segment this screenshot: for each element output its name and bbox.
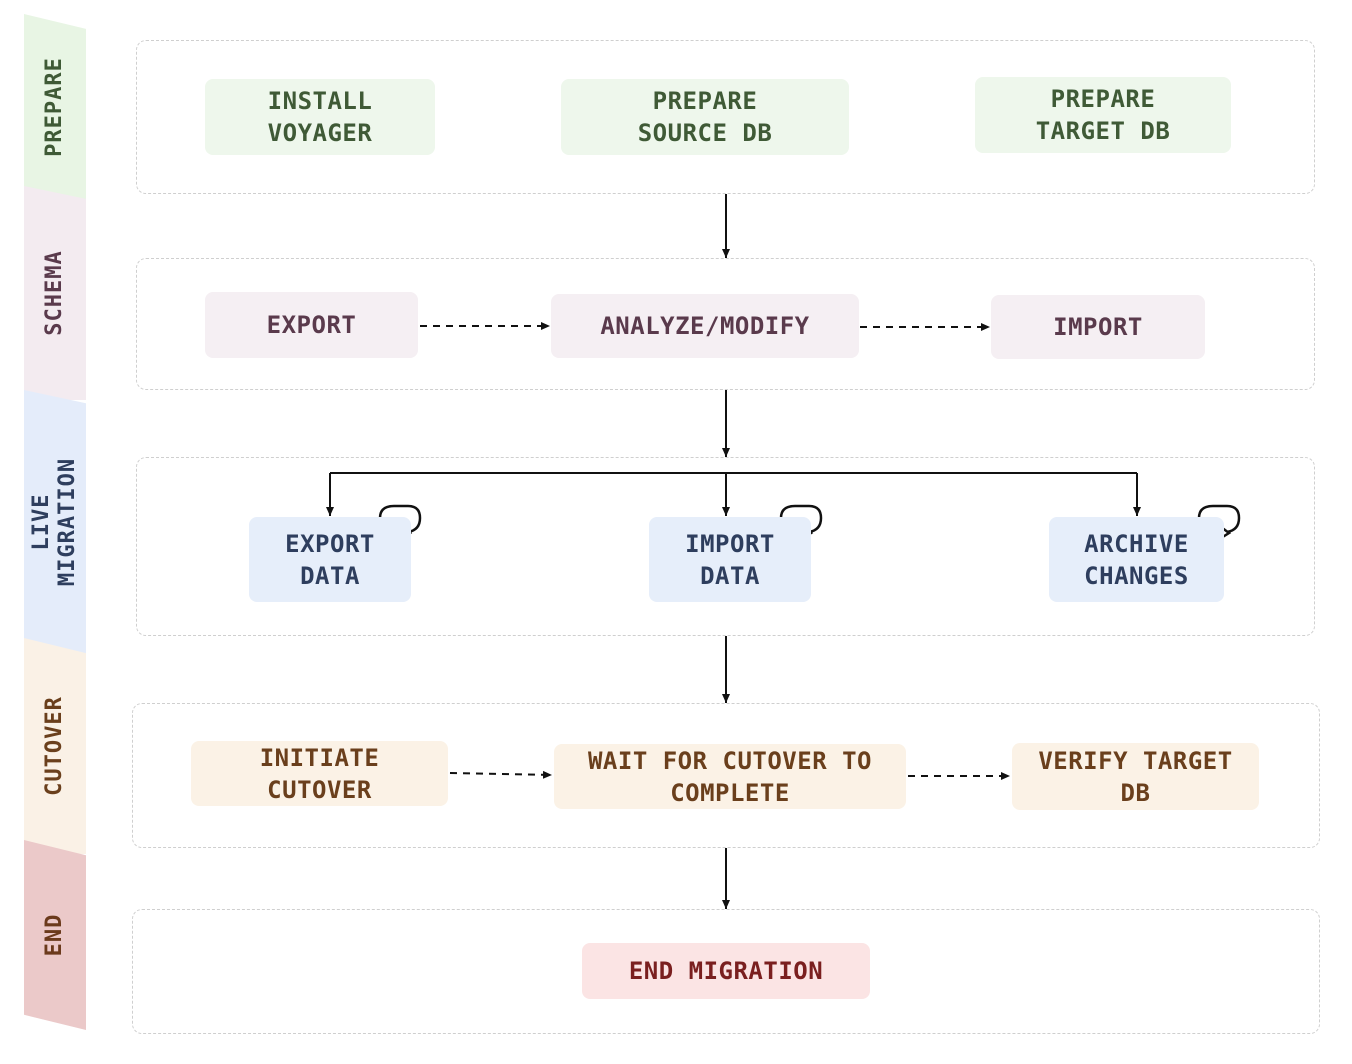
node-import-data[interactable]: IMPORT DATA <box>649 517 811 602</box>
node-install-voyager[interactable]: INSTALL VOYAGER <box>205 79 435 155</box>
phase-box-live-migration <box>136 457 1315 636</box>
phase-ribbon-cutover: CUTOVER <box>24 638 86 854</box>
node-prepare-target-db[interactable]: PREPARE TARGET DB <box>975 77 1231 153</box>
node-verify-target-db[interactable]: VERIFY TARGET DB <box>1012 743 1259 810</box>
node-export[interactable]: EXPORT <box>205 292 418 358</box>
phase-ribbon-live-migration: LIVE MIGRATION <box>24 390 86 654</box>
phase-box-prepare <box>136 40 1315 194</box>
node-end-migration[interactable]: END MIGRATION <box>582 943 870 999</box>
phase-box-schema <box>136 258 1315 390</box>
arrow-initiate-to-wait <box>449 770 553 779</box>
node-prepare-source-db[interactable]: PREPARE SOURCE DB <box>561 79 849 155</box>
phase-box-end <box>132 909 1320 1034</box>
node-export-data[interactable]: EXPORT DATA <box>249 517 411 602</box>
node-analyze-modify[interactable]: ANALYZE/MODIFY <box>551 294 859 358</box>
phase-ribbon-schema: SCHEMA <box>24 186 86 400</box>
node-import[interactable]: IMPORT <box>991 295 1205 359</box>
node-wait-for-cutover[interactable]: WAIT FOR CUTOVER TO COMPLETE <box>554 744 906 809</box>
node-initiate-cutover[interactable]: INITIATE CUTOVER <box>191 741 448 806</box>
phase-ribbon-prepare: PREPARE <box>24 14 86 200</box>
node-archive-changes[interactable]: ARCHIVE CHANGES <box>1049 517 1224 602</box>
phase-box-cutover <box>132 703 1320 848</box>
phase-ribbon-end: END <box>24 840 86 1030</box>
